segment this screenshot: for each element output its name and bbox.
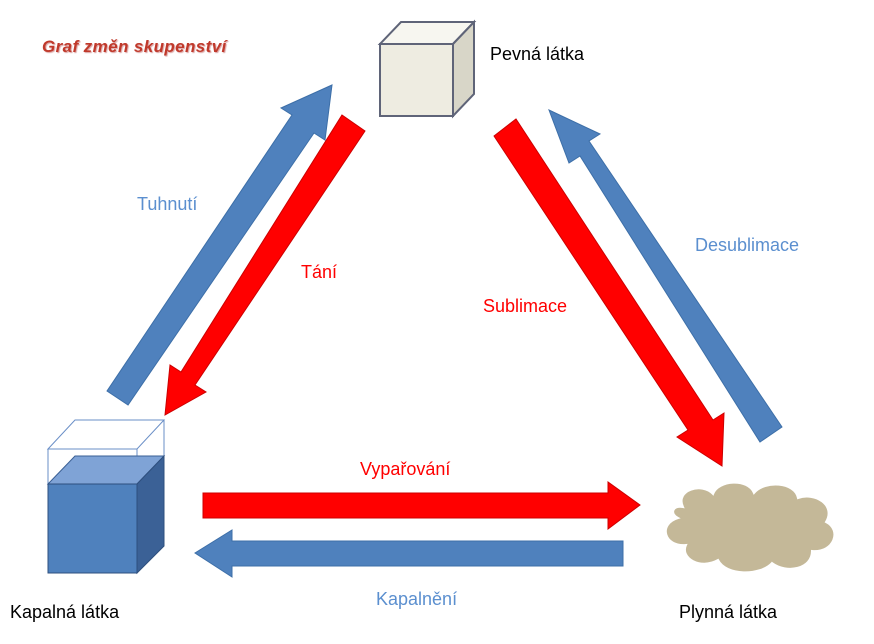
desublimation-label: Desublimace bbox=[695, 235, 800, 255]
desublimation-arrow bbox=[548, 109, 783, 443]
melting-arrow bbox=[164, 114, 366, 416]
sublimation-label: Sublimace bbox=[483, 296, 568, 316]
vaporization-arrow bbox=[202, 481, 641, 530]
condensation-label: Kapalnění bbox=[376, 589, 458, 609]
gas-state-label: Plynná látka bbox=[679, 602, 778, 622]
gas-cloud-icon bbox=[664, 481, 836, 574]
diagram-title: Graf změn skupenství bbox=[42, 37, 227, 56]
solidification-arrow bbox=[106, 84, 333, 406]
liquid-state-label: Kapalná látka bbox=[10, 602, 120, 622]
sublimation-arrow bbox=[493, 118, 725, 467]
solidification-label: Tuhnutí bbox=[137, 194, 198, 214]
vaporization-label: Vypařování bbox=[360, 459, 451, 479]
condensation-arrow bbox=[194, 529, 624, 578]
solid-state-label: Pevná látka bbox=[490, 44, 585, 64]
liquid-cube-icon bbox=[46, 419, 166, 575]
solid-cube-icon bbox=[377, 19, 477, 119]
melting-label: Tání bbox=[301, 262, 338, 282]
